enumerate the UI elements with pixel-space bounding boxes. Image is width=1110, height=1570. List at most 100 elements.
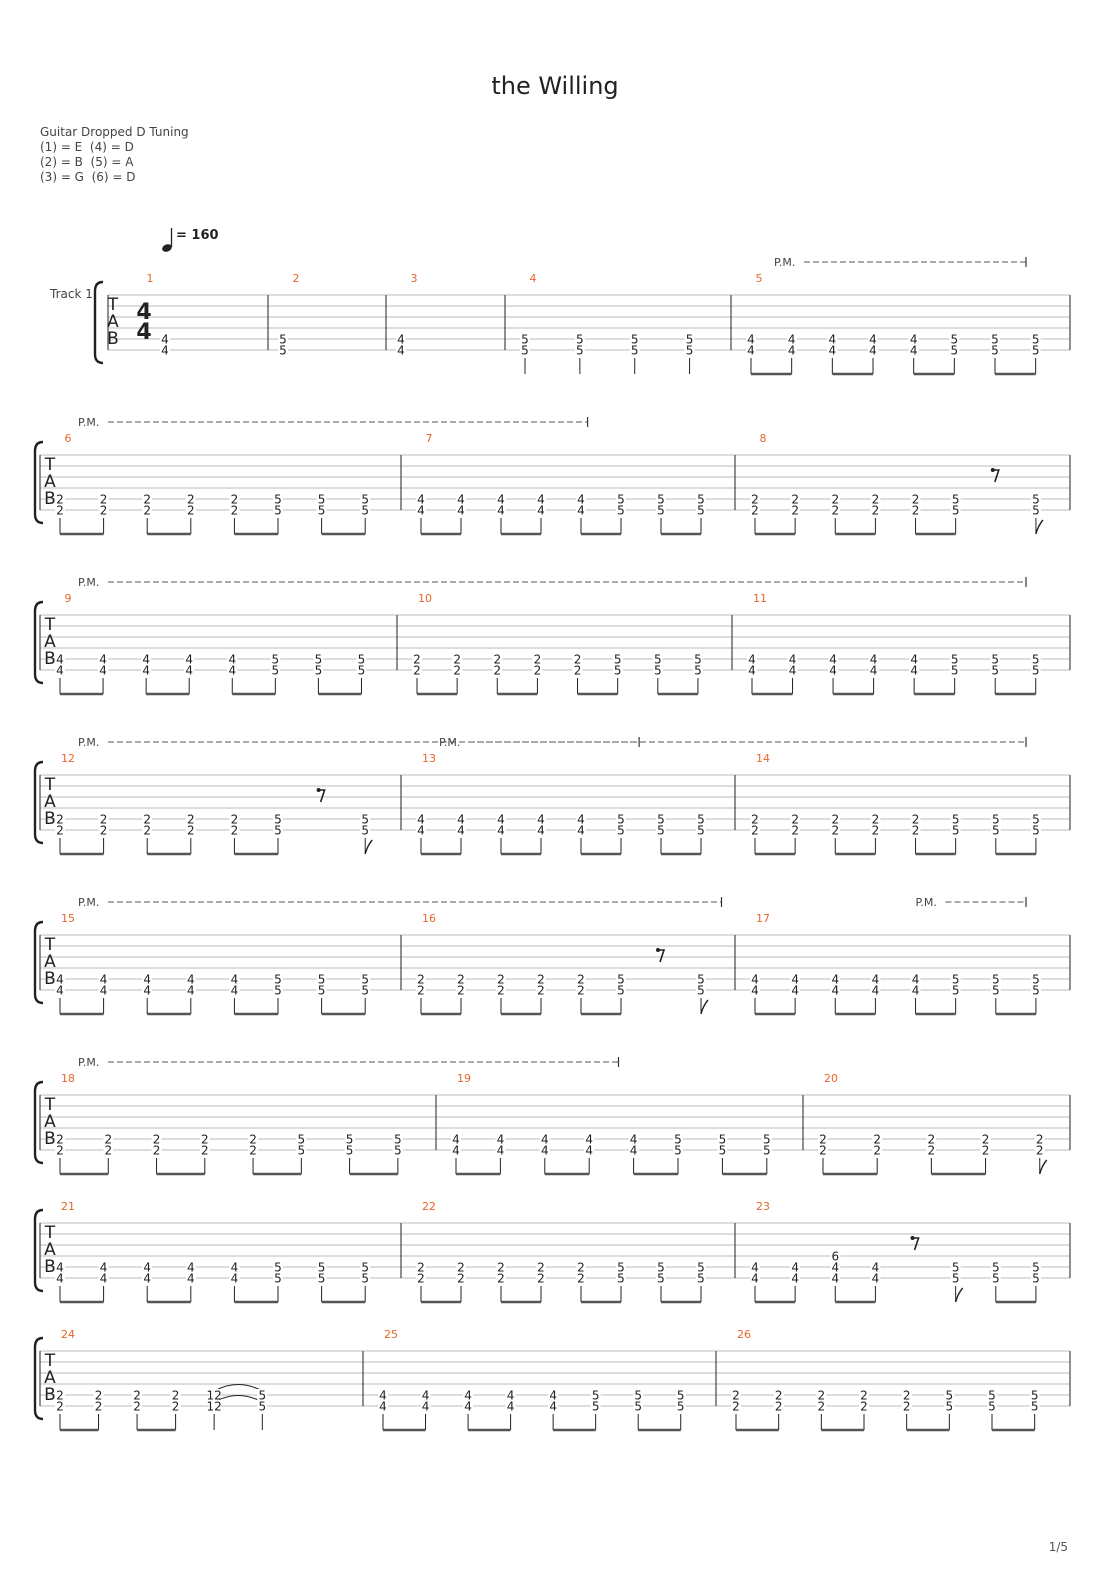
fret-bg <box>142 813 153 825</box>
fret-number: 4 <box>56 984 64 998</box>
fret-number: 5 <box>952 984 960 998</box>
palm-mute: P.M. <box>78 416 589 429</box>
fret-bg <box>747 653 757 665</box>
palm-mute-label: P.M. <box>78 576 99 589</box>
fret-number: 2 <box>577 973 585 987</box>
fret-number: 2 <box>231 493 239 507</box>
fret-bg <box>746 344 756 356</box>
fret-bg <box>55 653 65 665</box>
fret-number: 5 <box>946 1400 954 1414</box>
fret-number: 4 <box>630 1144 638 1158</box>
fret-number: 4 <box>397 344 405 358</box>
fret-number: 5 <box>1032 493 1040 507</box>
fret-bg <box>456 504 466 516</box>
fret-number: 2 <box>1036 1133 1044 1147</box>
measure-number: 10 <box>418 592 432 605</box>
fret-bg <box>356 664 367 676</box>
fret-number: 5 <box>315 653 323 667</box>
fret-bg <box>1029 1400 1040 1412</box>
fret-number: 4 <box>397 333 405 347</box>
fret-number: 4 <box>143 984 151 998</box>
fret-number: 4 <box>56 1261 64 1275</box>
fret-number: 5 <box>634 1389 642 1403</box>
fret-bg <box>870 493 881 505</box>
fret-number: 5 <box>279 344 287 358</box>
fret-bg <box>868 344 878 356</box>
fret-number: 4 <box>577 824 585 838</box>
fret-number: 5 <box>274 493 282 507</box>
fret-bg <box>316 973 327 985</box>
fret-bg <box>93 1389 104 1401</box>
fret-number: 4 <box>143 973 151 987</box>
fret-bg <box>990 813 1001 825</box>
fret-bg <box>452 653 463 665</box>
tab-clef-letter: B <box>44 1385 56 1405</box>
fret-bg <box>790 1261 801 1273</box>
fret-bg <box>990 1272 1001 1284</box>
fret-bg <box>656 813 666 825</box>
fret-number: 2 <box>56 493 64 507</box>
palm-mute: P.M. <box>774 256 1027 269</box>
fret-bg <box>870 973 881 985</box>
tab-clef-letter: A <box>44 1368 56 1388</box>
fret-bg <box>576 984 586 996</box>
fret-bg <box>416 984 426 996</box>
fret-number: 2 <box>417 984 425 998</box>
tab-clef-letter: B <box>44 489 56 509</box>
fret-number: 4 <box>142 664 150 678</box>
measure-number: 2 <box>293 272 300 285</box>
fret-bg <box>273 1272 283 1284</box>
fret-number: 5 <box>617 504 625 518</box>
fret-number: 2 <box>453 653 461 667</box>
fret-bg <box>990 1261 1001 1273</box>
measure-number: 13 <box>422 752 436 765</box>
measure-number: 20 <box>824 1072 838 1085</box>
system-bracket <box>93 280 104 365</box>
tab-clef-letter: T <box>107 295 119 315</box>
fret-bg <box>750 493 760 505</box>
fret-bg <box>872 1144 883 1156</box>
fret-number: 4 <box>549 1400 557 1414</box>
fret-number: 5 <box>614 653 622 667</box>
fret-bg <box>684 344 695 356</box>
tab-clef-letter: A <box>44 952 56 972</box>
tab-system: TAB2422222222121255254444444444555555262… <box>33 1328 1071 1432</box>
fret-bg <box>416 813 426 825</box>
fret-bg <box>1030 653 1041 665</box>
fret-number: 5 <box>361 984 369 998</box>
fret-bg <box>816 1389 827 1401</box>
fret-number: 5 <box>274 984 282 998</box>
fret-bg <box>717 1144 728 1156</box>
palm-mute: P.M. <box>78 896 723 909</box>
fret-number: 5 <box>258 1389 266 1403</box>
fret-number: 2 <box>818 1400 826 1414</box>
fret-number: 5 <box>361 973 369 987</box>
fret-number: 4 <box>630 1133 638 1147</box>
fret-bg <box>229 493 240 505</box>
fret-number: 5 <box>674 1144 682 1158</box>
fret-number: 5 <box>617 493 625 507</box>
tuning-line: (3) = G (6) = D <box>40 170 136 184</box>
fret-number: 4 <box>464 1389 472 1403</box>
fret-bg <box>416 504 426 516</box>
eighth-rest <box>912 1237 920 1251</box>
fret-number: 4 <box>100 973 108 987</box>
tab-clef-letter: B <box>107 329 119 349</box>
fret-number: 5 <box>654 664 662 678</box>
palm-mute-label: P.M. <box>78 896 99 909</box>
eighth-rest-dot <box>910 1236 915 1240</box>
tab-clef-letter: T <box>44 1095 56 1115</box>
fret-bg <box>160 344 170 356</box>
measure-number: 5 <box>756 272 763 285</box>
fret-bg <box>684 333 695 345</box>
fret-bg <box>990 824 1001 836</box>
fret-bg <box>55 1144 65 1156</box>
fret-number: 4 <box>910 653 918 667</box>
fret-number: 2 <box>928 1133 936 1147</box>
fret-bg <box>142 1272 153 1284</box>
fret-bg <box>142 824 153 836</box>
fret-bg <box>1029 1389 1040 1401</box>
